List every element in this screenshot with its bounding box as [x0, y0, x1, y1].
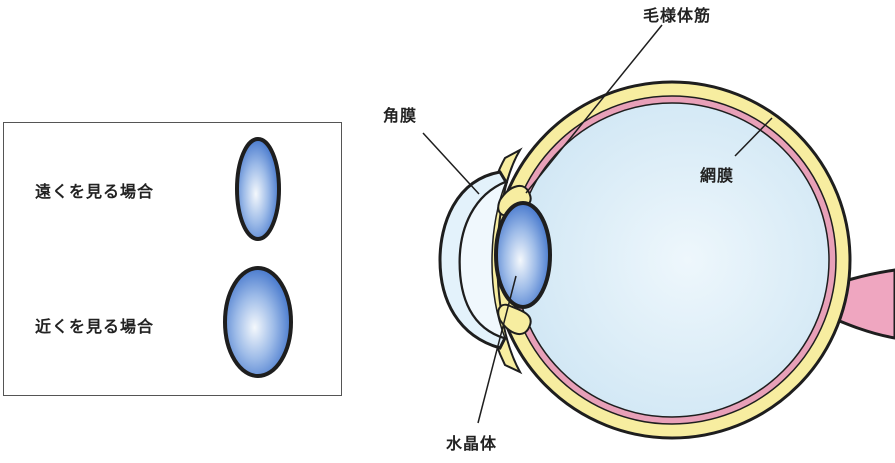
lens-label: 水晶体	[446, 434, 498, 453]
thick-lens-near	[223, 266, 293, 378]
cornea-label: 角膜	[383, 106, 418, 125]
lens-leader	[477, 275, 517, 424]
crystalline-lens	[494, 201, 552, 309]
thin-lens-far	[235, 137, 281, 241]
ciliary-muscle-leader	[525, 24, 663, 194]
retina-label: 網膜	[700, 166, 735, 185]
cornea-leader	[422, 132, 480, 195]
far-vision-label: 遠くを見る場合	[35, 182, 155, 201]
vitreous-body	[514, 102, 830, 418]
retina-leader	[734, 117, 773, 157]
ciliary-muscle-label: 毛様体筋	[643, 6, 712, 25]
near-vision-label: 近くを見る場合	[35, 317, 155, 336]
